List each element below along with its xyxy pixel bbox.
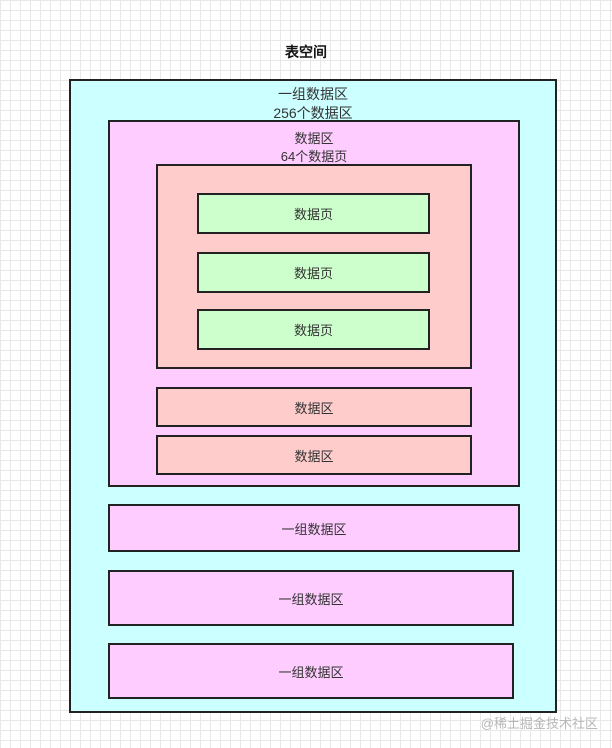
extent-group-collapsed-label: 一组数据区 — [278, 591, 344, 607]
extent-label: 数据区 — [294, 400, 334, 416]
extent-group-collapsed-box: 一组数据区 — [108, 570, 514, 626]
data-page-box: 数据页 — [197, 193, 430, 234]
tablespace-label: 一组数据区 256个数据区 — [71, 85, 555, 123]
data-page-label: 数据页 — [293, 207, 333, 222]
extent-group-label-block: 数据区 64个数据页 — [110, 130, 518, 165]
extent-group-collapsed-label: 一组数据区 — [278, 664, 344, 680]
data-page-box: 数据页 — [197, 309, 430, 350]
tablespace-group-label: 一组数据区 — [278, 86, 348, 102]
watermark-text: @稀土掘金技术社区 — [480, 716, 598, 731]
extent-box: 数据区 — [156, 387, 472, 427]
extent-box: 数据区 — [156, 435, 472, 475]
extent-group-label: 数据区 — [294, 131, 334, 146]
data-page-label: 数据页 — [293, 323, 333, 338]
extent-group-collapsed-box: 一组数据区 — [108, 504, 520, 552]
extent-group-collapsed-label: 一组数据区 — [281, 521, 347, 537]
tablespace-group-sublabel: 256个数据区 — [273, 104, 353, 121]
data-page-label: 数据页 — [293, 266, 333, 281]
data-page-box: 数据页 — [197, 252, 430, 293]
extent-label: 数据区 — [294, 448, 334, 464]
diagram-title: 表空间 — [285, 44, 327, 60]
extent-group-collapsed-box: 一组数据区 — [108, 643, 514, 699]
extent-group-sublabel: 64个数据页 — [280, 148, 348, 164]
